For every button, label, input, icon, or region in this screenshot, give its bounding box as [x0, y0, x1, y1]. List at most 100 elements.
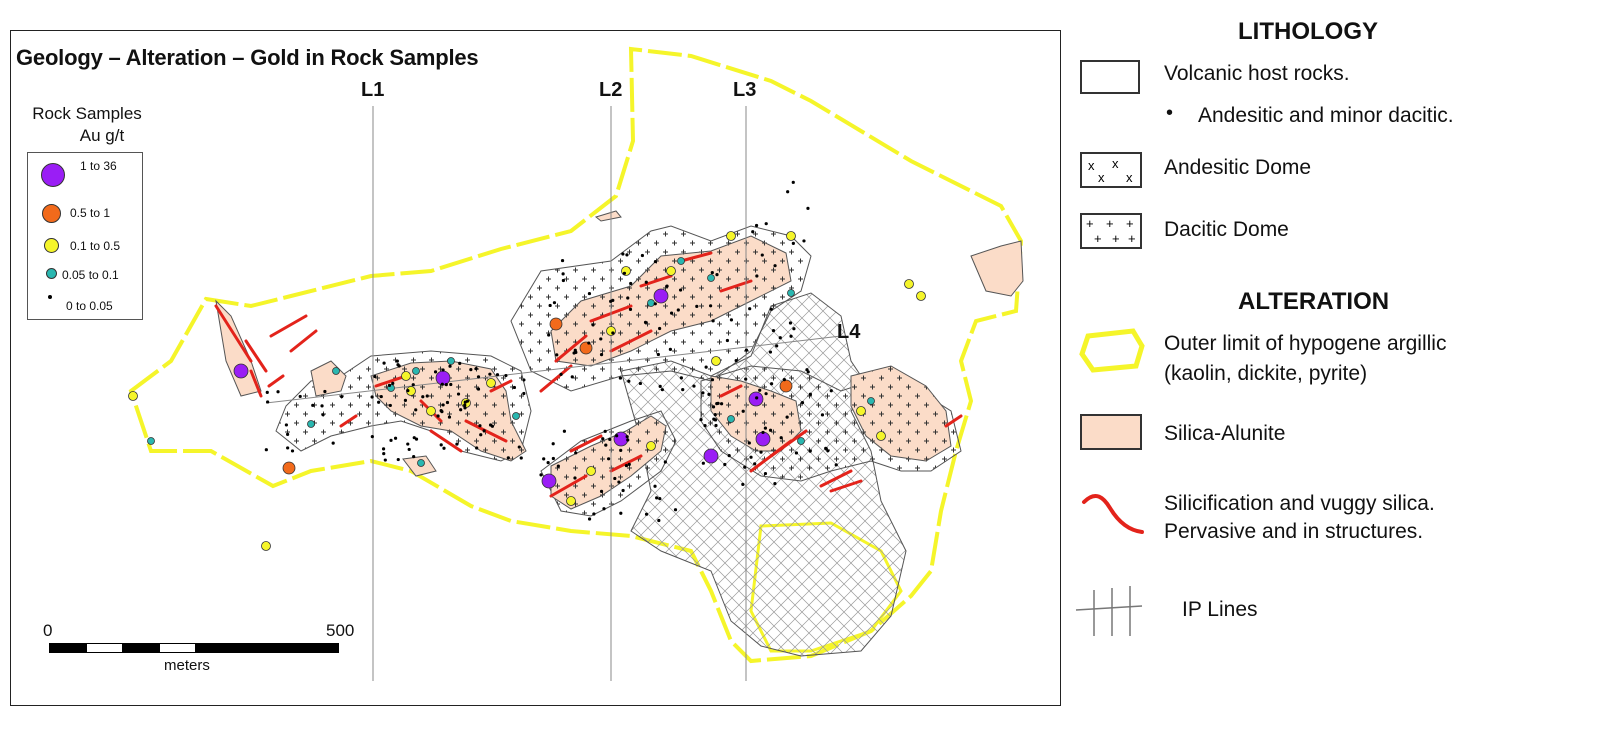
rock-sample-point-minor: [744, 377, 748, 381]
rock-sample-point-minor: [820, 413, 825, 417]
rock-sample-point-minor: [556, 464, 560, 468]
rock-sample-point-minor: [764, 222, 768, 226]
rock-sample-point-minor: [602, 507, 606, 511]
ip-lines-label: IP Lines: [1182, 598, 1258, 621]
silicification-label-line2: Pervasive and in structures.: [1164, 520, 1424, 543]
rock-sample-point: [332, 367, 340, 375]
rock-sample-point-minor: [425, 394, 429, 398]
rock-sample-point-minor: [763, 471, 768, 476]
rock-sample-point-minor: [778, 336, 782, 340]
rock-sample-point: [726, 231, 736, 241]
rock-sample-point-minor: [719, 402, 724, 406]
argillic-swatch: [1079, 328, 1145, 373]
rock-sample-point-minor: [573, 348, 577, 352]
rock-sample-point-minor: [517, 445, 521, 449]
rock-sample-point-minor: [665, 284, 669, 288]
rock-sample-point-minor: [764, 392, 768, 396]
rock-sample-point-minor: [782, 378, 786, 382]
sample-dot-black: [48, 295, 52, 299]
rock-sample-point-minor: [709, 304, 713, 308]
rock-sample-point-minor: [715, 273, 719, 277]
rock-sample-point-minor: [734, 358, 738, 363]
rock-sample-point-minor: [479, 433, 483, 437]
argillic-label-line2: (kaolin, dickite, pyrite): [1164, 362, 1368, 385]
rock-sample-point-minor: [741, 482, 745, 486]
rock-sample-point-minor: [552, 301, 557, 305]
svg-text:x: x: [1112, 156, 1119, 171]
rock-sample-point: [401, 371, 411, 381]
svg-text:+: +: [1086, 216, 1094, 231]
rock-sample-point: [677, 257, 685, 265]
rock-sample-point-minor: [751, 230, 755, 234]
rock-sample-point-minor: [755, 274, 759, 278]
map-legend: LITHOLOGY Volcanic host rocks. • Andesit…: [1070, 0, 1600, 734]
silica-alunite-tiny-north: [594, 210, 622, 222]
andesitic-dome-label: Andesitic Dome: [1164, 156, 1312, 179]
rock-sample-point-minor: [475, 446, 479, 450]
rock-sample-point-minor: [412, 455, 416, 459]
rock-sample-point-minor: [617, 480, 621, 484]
lithology-heading: LITHOLOGY: [1238, 18, 1378, 45]
rock-sample-point-minor: [625, 253, 629, 257]
rock-sample-point: [282, 461, 296, 475]
rock-sample-point-minor: [592, 512, 596, 516]
sample-dot-teal: [46, 268, 57, 279]
rock-sample-point-minor: [622, 271, 627, 275]
rock-samples-title: Rock Samples Au g/t: [11, 103, 167, 147]
rock-sample-point-minor: [789, 334, 793, 338]
rock-sample-point-minor: [469, 368, 473, 372]
rock-sample-point: [307, 420, 315, 428]
rock-sample-point-minor: [653, 302, 657, 306]
rock-sample-point-minor: [266, 400, 270, 404]
rock-sample-point-minor: [824, 446, 828, 450]
volcanic-swatch: [1080, 60, 1140, 94]
rock-sample-point-minor: [387, 383, 392, 387]
rock-sample-point: [147, 437, 155, 445]
rock-sample-point: [786, 231, 796, 241]
rock-sample-point-minor: [785, 415, 789, 419]
rock-sample-point-minor: [519, 456, 523, 460]
rock-sample-point-minor: [808, 392, 812, 396]
rock-sample-point-minor: [476, 387, 481, 391]
rock-sample-point-minor: [699, 417, 703, 422]
rock-sample-point-minor: [547, 333, 551, 337]
rock-sample-point-minor: [643, 320, 648, 324]
rock-sample-point-minor: [794, 451, 799, 455]
rock-sample-point-minor: [276, 390, 280, 394]
rock-sample-point-minor: [561, 278, 565, 283]
rock-sample-point-minor: [747, 441, 751, 445]
rock-sample-point-minor: [669, 311, 674, 315]
rock-sample-point-minor: [741, 409, 745, 413]
rock-sample-point-minor: [436, 414, 440, 418]
rock-sample-point-minor: [320, 404, 324, 408]
rock-sample-point-minor: [638, 381, 642, 386]
rock-sample-point-minor: [663, 460, 667, 464]
rock-sample-point-minor: [599, 337, 603, 341]
rock-sample-point-minor: [759, 450, 763, 454]
rock-sample-point: [653, 288, 669, 304]
rock-sample-point: [586, 466, 596, 476]
scale-unit: meters: [164, 657, 210, 674]
rock-sample-point-minor: [412, 436, 416, 440]
rock-sample-point-minor: [729, 318, 734, 322]
rock-samples-title-line2: Au g/t: [79, 126, 125, 145]
silicification-label-line1: Silicification and vuggy silica.: [1164, 492, 1435, 515]
rock-sample-point-minor: [714, 423, 718, 428]
rock-sample-point: [541, 473, 557, 489]
rock-sample-point-minor: [396, 363, 400, 367]
svg-text:x: x: [1088, 158, 1095, 173]
rock-sample-point-minor: [488, 372, 492, 376]
rock-sample-point-minor: [619, 511, 623, 515]
svg-text:+: +: [1126, 216, 1134, 231]
rock-sample-point: [549, 317, 563, 331]
rock-sample-point-minor: [653, 484, 657, 488]
rock-sample-point-minor: [448, 364, 452, 368]
rock-sample-point-minor: [406, 389, 410, 393]
rock-sample-point-minor: [442, 446, 446, 450]
rock-sample-point-minor: [779, 436, 783, 440]
rock-sample-point-minor: [755, 396, 759, 400]
rock-sample-point-minor: [383, 458, 387, 462]
rock-sample-point-minor: [559, 372, 563, 376]
rock-sample-point-minor: [640, 253, 645, 258]
rock-sample-point-minor: [656, 352, 660, 357]
